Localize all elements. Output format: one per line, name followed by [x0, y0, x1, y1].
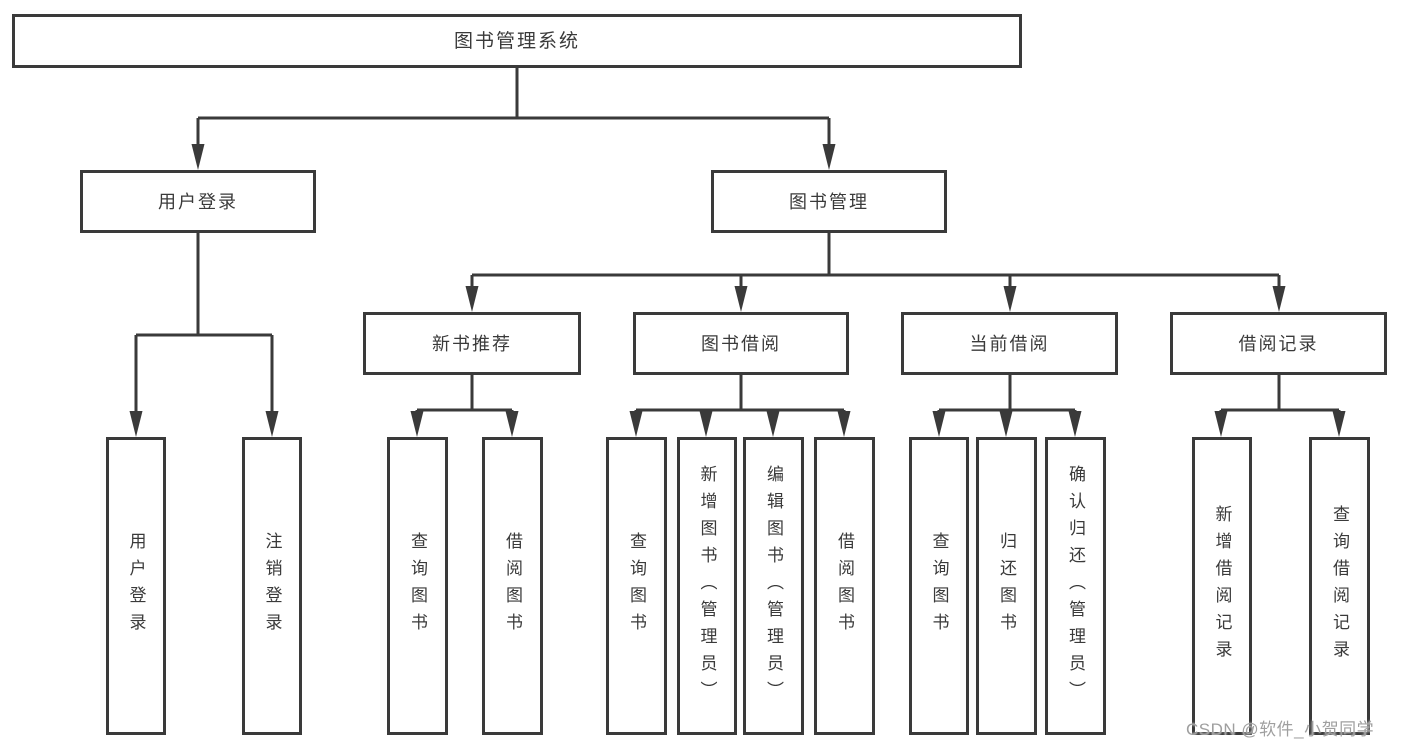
node-new-book-recommend-label: 新书推荐 [432, 333, 512, 354]
leaf-borrowing-add-books-admin: 新增图书（管理员） [677, 437, 737, 735]
leaf-label: 借阅图书 [503, 532, 522, 640]
leaf-logout: 注销登录 [242, 437, 302, 735]
leaf-user-login: 用户登录 [106, 437, 166, 735]
arrow-down-icon [629, 411, 643, 437]
arrow-down-icon [999, 411, 1013, 437]
leaf-borrowing-edit-books-admin: 编辑图书（管理员） [743, 437, 804, 735]
leaf-borrowing-borrow-books: 借阅图书 [814, 437, 875, 735]
leaf-records-add-record: 新增借阅记录 [1192, 437, 1252, 735]
arrow-down-icon [1003, 286, 1017, 312]
arrow-down-icon [505, 411, 519, 437]
leaf-current-confirm-return-admin: 确认归还（管理员） [1045, 437, 1106, 735]
leaf-label: 注销登录 [262, 532, 282, 640]
arrow-down-icon [734, 286, 748, 312]
node-user-login-label: 用户登录 [158, 191, 238, 212]
arrow-down-icon [822, 144, 836, 170]
arrow-down-icon [191, 144, 205, 170]
node-book-borrowing: 图书借阅 [633, 312, 849, 375]
node-book-management: 图书管理 [711, 170, 947, 233]
node-current-borrowing: 当前借阅 [901, 312, 1118, 375]
leaf-label: 查询图书 [929, 532, 949, 640]
leaf-label: 查询图书 [627, 532, 646, 640]
leaf-label: 编辑图书（管理员） [764, 464, 783, 708]
leaf-label: 查询借阅记录 [1330, 505, 1349, 667]
leaf-current-query-books: 查询图书 [909, 437, 969, 735]
leaf-current-return-books: 归还图书 [976, 437, 1037, 735]
node-borrowing-records: 借阅记录 [1170, 312, 1387, 375]
arrow-down-icon [129, 411, 143, 437]
arrow-down-icon [1272, 286, 1286, 312]
arrow-down-icon [837, 411, 851, 437]
leaf-label: 新增图书（管理员） [697, 464, 717, 708]
arrow-down-icon [1068, 411, 1082, 437]
leaf-label: 查询图书 [408, 532, 427, 640]
leaf-recommend-borrow-books: 借阅图书 [482, 437, 543, 735]
node-book-management-label: 图书管理 [789, 191, 869, 212]
arrow-down-icon [410, 411, 424, 437]
arrow-down-icon [932, 411, 946, 437]
node-new-book-recommend: 新书推荐 [363, 312, 581, 375]
leaf-label: 归还图书 [997, 532, 1016, 640]
leaf-label: 确认归还（管理员） [1066, 464, 1085, 708]
node-root: 图书管理系统 [12, 14, 1022, 68]
node-current-borrowing-label: 当前借阅 [969, 333, 1050, 354]
leaf-borrowing-query-books: 查询图书 [606, 437, 667, 735]
arrow-down-icon [265, 411, 279, 437]
node-borrowing-records-label: 借阅记录 [1238, 333, 1319, 354]
arrow-down-icon [699, 411, 713, 437]
leaf-label: 借阅图书 [835, 532, 854, 640]
node-book-borrowing-label: 图书借阅 [701, 333, 781, 354]
arrow-down-icon [465, 286, 479, 312]
leaf-records-query-record: 查询借阅记录 [1309, 437, 1370, 735]
leaf-recommend-query-books: 查询图书 [387, 437, 448, 735]
leaf-label: 用户登录 [126, 532, 146, 640]
watermark: CSDN @软件_小贺同学 [1186, 720, 1375, 739]
node-root-label: 图书管理系统 [453, 30, 580, 52]
node-user-login: 用户登录 [80, 170, 316, 233]
arrow-down-icon [1332, 411, 1346, 437]
arrow-down-icon [766, 411, 780, 437]
arrow-down-icon [1214, 411, 1228, 437]
leaf-label: 新增借阅记录 [1212, 505, 1232, 667]
